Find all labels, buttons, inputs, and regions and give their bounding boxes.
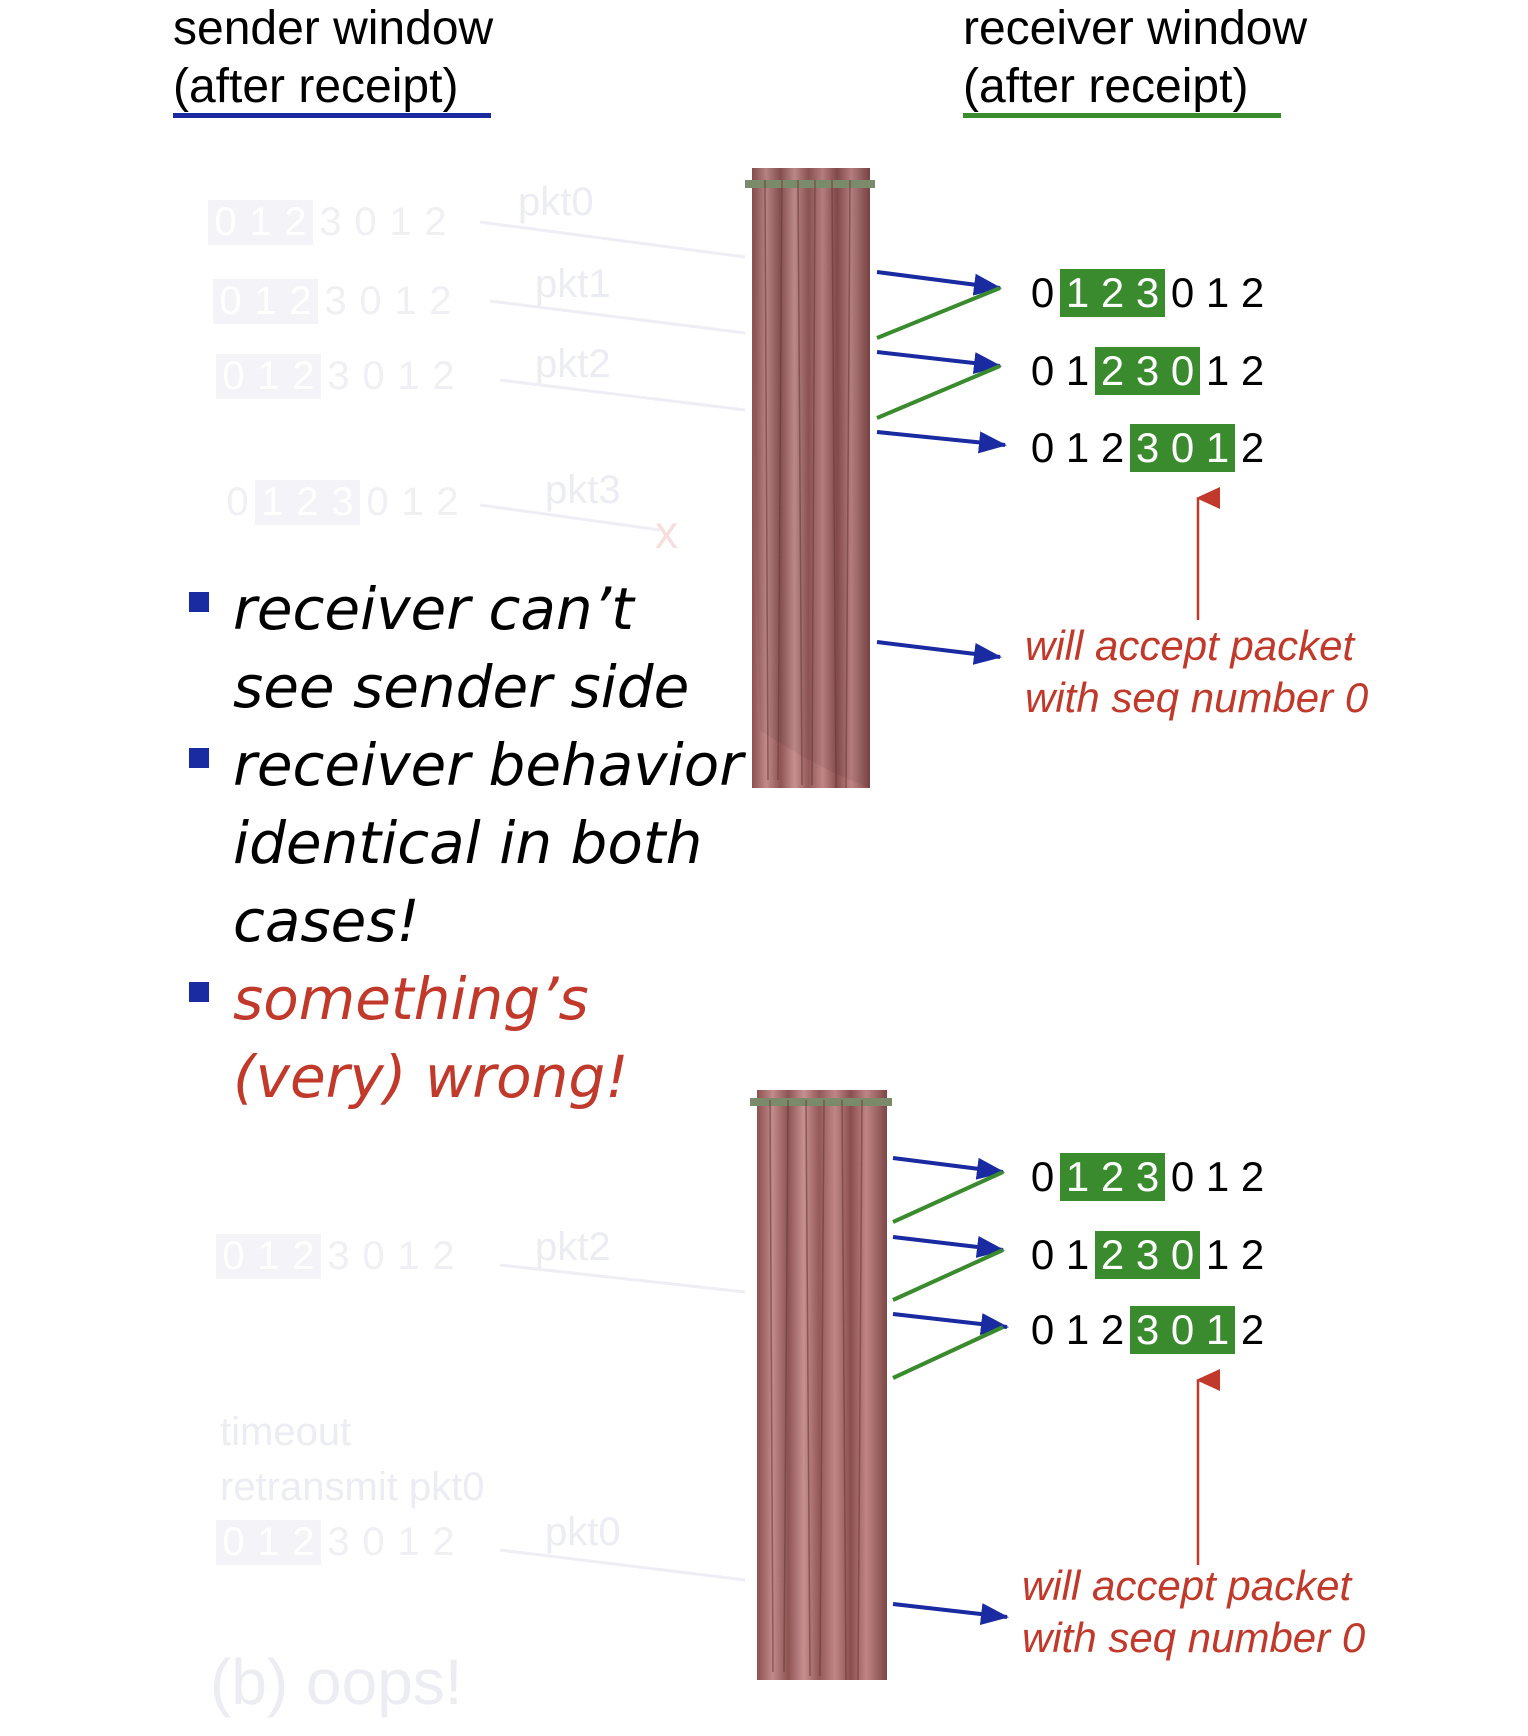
seq-number: 1 [1065,1306,1090,1353]
top-accept-note: will accept packet with seq number 0 [1025,620,1368,724]
receiver-window-header: receiver window (after receipt) [963,0,1308,118]
window-seq-number: 2 [1095,1231,1130,1279]
seq-number: 0 [1170,269,1195,316]
accept-note-line2: with seq number 0 [1025,674,1369,721]
receiver-header-line2: (after receipt) [963,60,1249,113]
seq-number: 2 [1100,1306,1125,1353]
bullet-item: something’s (very) wrong! [185,960,745,1116]
sender-header-underline [173,113,491,118]
faded-loss-mark: x [655,506,678,558]
bullet-item: receiver behavior identical in both case… [185,726,745,960]
seq-number: 0 [1030,424,1055,471]
faded-timeout-line2: retransmit pkt0 [220,1465,485,1509]
faded-packet-label: pkt0 [545,1510,621,1554]
window-seq-number: 3 [1130,1231,1165,1279]
window-seq-number: 0 [1165,347,1200,395]
bullet-text: receiver can’t see sender side [233,575,690,721]
window-seq-number: 0 [1165,1306,1200,1354]
bullet-list: receiver can’t see sender side receiver … [185,570,745,1116]
window-seq-number: 3 [1130,1153,1165,1201]
faded-packet-label: pkt3 [545,468,621,512]
seq-number: 1 [1065,424,1090,471]
sender-header-line2: (after receipt) [173,60,459,113]
seq-number: 2 [1240,269,1265,316]
window-seq-number: 0 [1165,424,1200,472]
accept-note-line1: will accept packet [1025,622,1355,669]
bullet-square-icon [189,982,209,1002]
bullet-square-icon [189,592,209,612]
window-seq-number: 3 [1130,347,1165,395]
top-forward-arrows [876,270,1007,665]
bottom-curtain [750,1090,892,1681]
bullet-square-icon [189,748,209,768]
sender-window-header: sender window (after receipt) [173,0,494,118]
seq-number: 2 [1240,1231,1265,1278]
window-seq-number: 0 [1165,1231,1200,1279]
window-seq-number: 3 [1130,1306,1165,1354]
seq-number: 0 [1030,269,1055,316]
receiver-header-line1: receiver window [963,2,1308,55]
seq-number: 0 [1030,347,1055,394]
sender-header-line1: sender window [173,2,494,55]
window-seq-number: 3 [1130,269,1165,317]
seq-number: 0 [1170,1153,1195,1200]
seq-number: 1 [1065,347,1090,394]
faded-packet-label: pkt0 [518,180,594,224]
seq-number: 1 [1205,269,1230,316]
bottom-ack-lines [892,1170,1004,1380]
window-seq-number: 2 [1095,1153,1130,1201]
faded-packet-label: pkt1 [535,262,611,306]
seq-number: 0 [1030,1306,1055,1353]
bottom-accept-note: will accept packet with seq number 0 [1022,1560,1365,1664]
window-seq-number: 3 [1130,424,1165,472]
top-curtain [745,168,875,789]
bullet-item: receiver can’t see sender side [185,570,745,726]
window-seq-number: 1 [1200,1306,1235,1354]
bullet-text: something’s (very) wrong! [233,965,629,1111]
bottom-forward-arrows [892,1156,1009,1625]
accept-note-line2: with seq number 0 [1022,1614,1366,1661]
window-seq-number: 2 [1095,347,1130,395]
faded-packet-label: pkt2 [535,342,611,386]
faded-caption: (b) oops! [210,1646,463,1718]
seq-number: 2 [1240,424,1265,471]
seq-number: 2 [1240,347,1265,394]
window-seq-number: 1 [1060,269,1095,317]
window-seq-number: 2 [1095,269,1130,317]
seq-number: 0 [1030,1153,1055,1200]
window-seq-number: 1 [1060,1153,1095,1201]
seq-number: 2 [1240,1306,1265,1353]
faded-packet-lines [479,220,746,1582]
receiver-header-underline [963,113,1281,118]
bullet-text: receiver behavior identical in both case… [233,731,744,955]
seq-number: 2 [1240,1153,1265,1200]
seq-number: 1 [1205,1153,1230,1200]
accept-note-line1: will accept packet [1022,1562,1352,1609]
seq-number: 2 [1100,424,1125,471]
seq-number: 1 [1065,1231,1090,1278]
faded-timeout-line1: timeout [220,1410,352,1454]
seq-number: 0 [1030,1231,1055,1278]
seq-number: 1 [1205,347,1230,394]
window-seq-number: 1 [1200,424,1235,472]
faded-packet-label: pkt2 [535,1225,611,1269]
top-ack-lines [876,286,1001,420]
seq-number: 1 [1205,1231,1230,1278]
